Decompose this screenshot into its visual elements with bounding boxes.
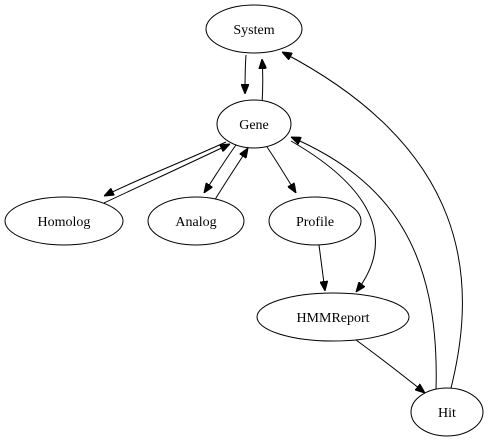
node-profile[interactable]: Profile bbox=[268, 196, 362, 246]
edge-gene-to-analog bbox=[204, 144, 237, 193]
node-system[interactable]: System bbox=[205, 4, 303, 54]
edge-analog-to-gene bbox=[212, 148, 248, 204]
node-homolog[interactable]: Homolog bbox=[4, 196, 124, 246]
node-label-hmmreport: HMMReport bbox=[296, 311, 369, 326]
edge-homolog-to-gene bbox=[103, 144, 230, 204]
node-analog[interactable]: Analog bbox=[147, 196, 245, 246]
edges bbox=[103, 52, 463, 393]
node-hit[interactable]: Hit bbox=[410, 387, 484, 437]
edge-hmmreport-to-hit bbox=[355, 339, 425, 393]
node-gene[interactable]: Gene bbox=[216, 99, 292, 149]
nodes: System Gene Homolog Analog Profile HMMRe… bbox=[4, 4, 484, 437]
edge-profile-to-hmmreport bbox=[318, 244, 325, 291]
node-label-hit: Hit bbox=[438, 406, 456, 421]
edge-gene-to-profile bbox=[266, 146, 296, 193]
edge-hit-to-gene bbox=[291, 137, 437, 391]
edge-gene-to-homolog bbox=[104, 141, 227, 196]
node-label-system: System bbox=[233, 23, 274, 38]
edge-gene-to-system bbox=[262, 59, 263, 105]
node-label-gene: Gene bbox=[239, 118, 269, 133]
edge-gene-to-hmmreport bbox=[290, 140, 376, 292]
node-label-homolog: Homolog bbox=[38, 215, 91, 230]
node-label-profile: Profile bbox=[296, 215, 334, 230]
edge-system-to-gene bbox=[245, 54, 246, 94]
node-hmmreport[interactable]: HMMReport bbox=[256, 292, 410, 342]
edge-hit-to-system bbox=[282, 52, 463, 389]
node-label-analog: Analog bbox=[175, 215, 216, 230]
